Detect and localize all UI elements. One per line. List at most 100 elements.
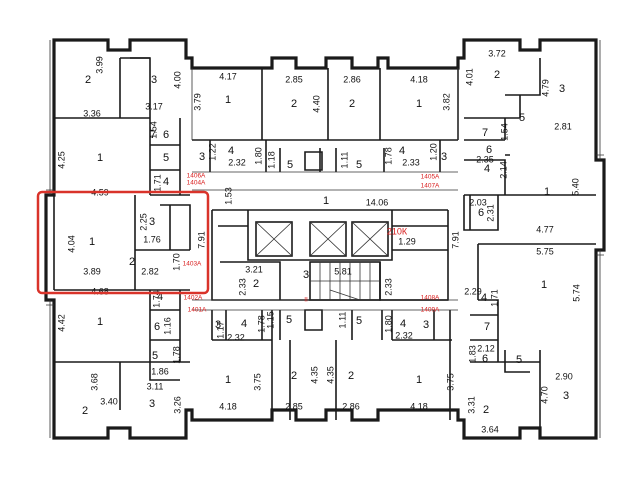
dimension-label: 2.29 (464, 286, 482, 296)
room-number: 4 (399, 145, 405, 157)
room-number: 5 (152, 350, 158, 362)
room-number: 3 (151, 74, 157, 86)
room-number: 5 (287, 159, 293, 171)
dimension-label: 2.86 (343, 74, 361, 84)
room-number: 2 (253, 278, 259, 290)
room-number: 3 (149, 398, 155, 410)
dimension-label: 3.40 (100, 396, 118, 406)
dimension-label: 4.25 (56, 151, 66, 169)
room-number: 5 (356, 159, 362, 171)
dimension-label: 2.33 (237, 278, 247, 296)
dimension-label: 4.42 (56, 314, 66, 332)
dimension-label: 1.74 (151, 290, 161, 308)
room-number: 6 (478, 207, 484, 219)
room-number: 2 (291, 370, 297, 382)
dimension-label: 2.25 (138, 213, 148, 231)
dimension-label: 1.76 (143, 234, 161, 244)
room-number: 6 (163, 129, 169, 141)
unit-u12: 2 5 4.35 2.86 1.11 (325, 312, 362, 412)
room-number: 3 (423, 319, 429, 331)
room-number: 3 (199, 151, 205, 163)
dimension-label: 1.29 (398, 236, 416, 246)
dimension-label: 2.32 (227, 332, 245, 342)
room-number: 5 (163, 152, 169, 164)
dimension-label: 4.04 (66, 235, 76, 253)
room-number: 1 (97, 316, 103, 328)
dimension-label: 2.33 (402, 157, 420, 167)
room-number: 1 (416, 98, 422, 110)
room-number: 5 (356, 315, 362, 327)
unit-u6: 252.861.11 (339, 74, 362, 171)
room-number: 1 (541, 279, 547, 291)
dimension-label: 2.35 (476, 154, 494, 164)
dimension-label: 4.35 (325, 366, 335, 384)
room-number: 3 (149, 216, 155, 228)
room-number: 4 (157, 291, 163, 303)
unit-u8: 235764163.724.014.792.811.542.352.145.40… (464, 48, 580, 234)
dimension-label: 7.91 (450, 231, 460, 249)
dimension-label: 4.70 (539, 386, 549, 404)
dimension-label: 1.20 (428, 143, 438, 161)
red-tag: 1405A (421, 174, 440, 181)
room-number: 4 (241, 318, 247, 330)
room-number: 5 (286, 314, 292, 326)
room-number: 1 (323, 195, 329, 207)
room-number: 2 (348, 370, 354, 382)
dimension-label: 2.32 (395, 330, 413, 340)
dimension-label: 2.85 (285, 401, 303, 411)
room-number: 5 (519, 112, 525, 124)
unit-u3: 1465234.684.421.741.161.781.863.113.683.… (56, 286, 182, 417)
red-tag: 1407A (421, 183, 440, 190)
dimension-label: 1.70 (171, 253, 181, 271)
room-number: 6 (486, 144, 492, 156)
room-number: 4 (481, 292, 487, 304)
room-number: 7 (150, 129, 156, 141)
dimension-label: 1.11 (337, 312, 347, 329)
dimension-label: 4.68 (91, 286, 109, 296)
room-number: 1 (97, 152, 103, 164)
room-number: 4 (228, 145, 234, 157)
dimension-label: 3.26 (172, 396, 182, 414)
dimension-label: 1.71 (152, 174, 162, 192)
dimension-label: 14.06 (366, 197, 389, 207)
room-number: 2 (291, 98, 297, 110)
dimension-label: 1.54 (148, 121, 158, 139)
room-number: 7 (484, 321, 490, 333)
room-number: 2 (82, 405, 88, 417)
dimension-label: 4.00 (172, 71, 182, 89)
dimension-label: 3.99 (94, 56, 104, 74)
dimension-label: 1.80 (253, 147, 263, 165)
dimension-label: 3.79 (192, 93, 202, 111)
room-number: 4 (484, 163, 490, 175)
balcony-edges (46, 40, 604, 438)
room-number: 1 (544, 186, 550, 198)
dimension-label: 1.86 (151, 366, 169, 376)
dimension-label: 1.54 (499, 123, 509, 141)
dimension-label: 3.31 (466, 396, 476, 414)
dimension-label: 2.32 (228, 157, 246, 167)
outer-walls (44, 38, 606, 440)
red-tag: 1409A (421, 307, 440, 314)
dimension-label: 2.90 (555, 371, 573, 381)
dimension-label: 2.86 (342, 401, 360, 411)
red-tag: 1404A (187, 180, 206, 187)
red-tag: 210К (387, 226, 408, 236)
dimension-label: 4.18 (410, 401, 428, 411)
dimension-label: 5.74 (571, 284, 581, 302)
dimension-label: 1.71 (489, 289, 499, 307)
dimension-label: 4.77 (536, 224, 554, 234)
dimension-label: 1.16 (162, 317, 172, 335)
dimension-label: 1.80 (383, 315, 393, 333)
dimension-label: 1.18 (266, 151, 276, 169)
room-number: 3 (563, 390, 569, 402)
dimension-label: 3.17 (145, 101, 163, 111)
room-number: 2 (129, 256, 135, 268)
red-tag: 1401A (188, 307, 207, 314)
dimension-label: 1.78 (383, 147, 393, 165)
dimension-label: 7.91 (196, 231, 206, 249)
dimension-label: 3.72 (488, 48, 506, 58)
dimension-label: 4.79 (540, 79, 550, 97)
